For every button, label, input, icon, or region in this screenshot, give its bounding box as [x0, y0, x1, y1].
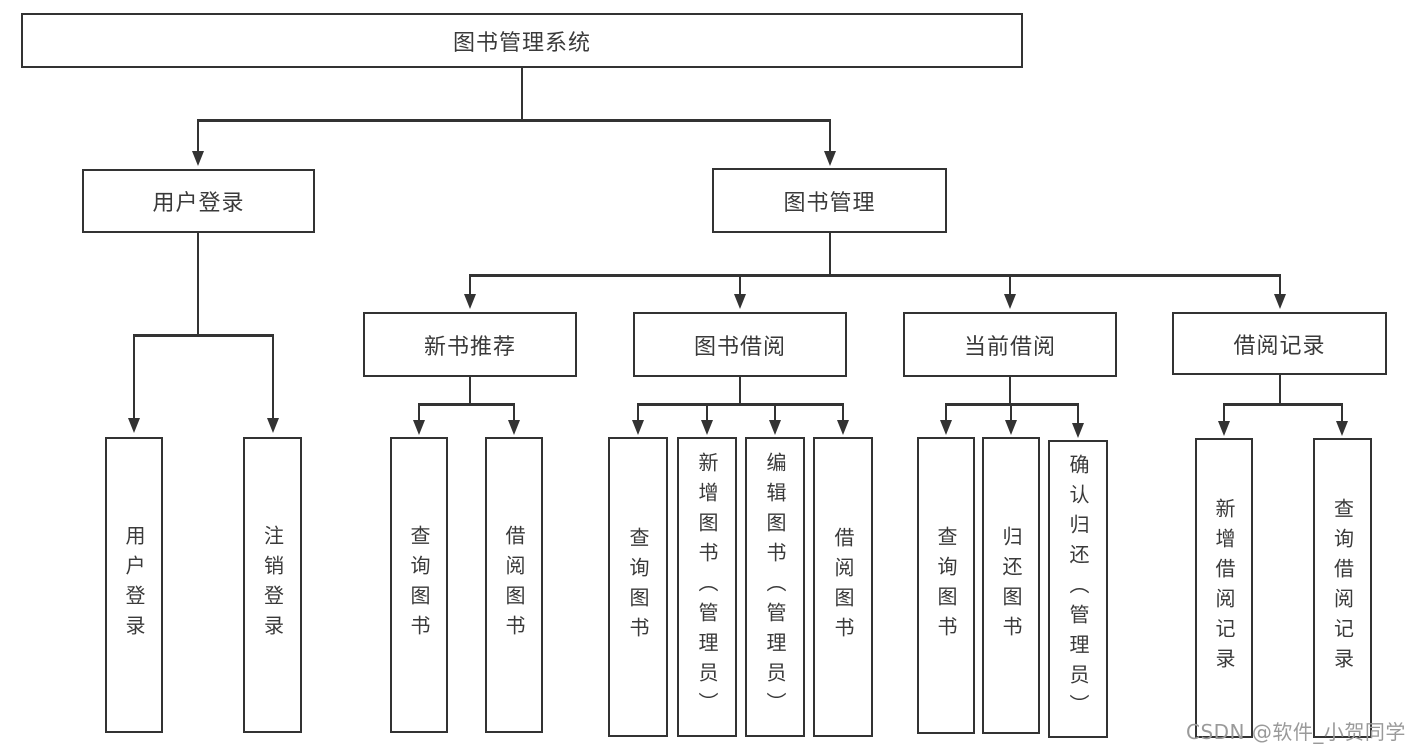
arrow-branch3-shaft: [1278, 274, 1282, 296]
node-current-borrow-label: 当前借阅: [963, 334, 1056, 360]
arrow-branch0-shaft: [468, 274, 472, 296]
node-borrow-records-label: 借阅记录: [1233, 333, 1326, 359]
connector-book-mgmt-branch: [468, 274, 1281, 277]
leaf-g2-return-books-label: 归还图书: [999, 525, 1023, 646]
arrow-g2c0-head: [939, 420, 952, 435]
arrow-g3c0-shaft: [1222, 403, 1226, 422]
arrow-branch2-shaft: [1008, 274, 1012, 296]
leaf-user-login-label: 用户登录: [122, 525, 146, 645]
arrow-g1c3-shaft: [841, 403, 845, 421]
arrow-user-login-head: [191, 151, 204, 166]
arrow-g1c3-head: [836, 420, 849, 435]
node-new-book-recommend-label: 新书推荐: [423, 334, 516, 360]
connector-user-login-stem: [196, 231, 200, 336]
leaf-g0-borrow-books: 借阅图书: [485, 437, 543, 733]
arrow-g1c0-head: [631, 420, 644, 435]
connector-book-mgmt-stem: [828, 231, 832, 276]
arrow-leaf-ul1-head: [266, 418, 279, 433]
connector-branch0-stem: [468, 375, 472, 405]
leaf-g2-confirm-return-admin-label: 确认归还（管理员）: [1066, 454, 1090, 724]
arrow-g1c0-shaft: [636, 403, 640, 421]
arrow-g1c1-head: [700, 420, 713, 435]
connector-branch3-stem: [1278, 373, 1282, 405]
node-user-login: 用户登录: [82, 169, 315, 233]
leaf-g1-borrow-books: 借阅图书: [813, 437, 873, 737]
arrow-g2c2-shaft: [1076, 403, 1080, 424]
arrow-g2c1-shaft: [1009, 403, 1013, 421]
arrow-g1c2-head: [768, 420, 781, 435]
arrow-branch1-head: [733, 294, 746, 309]
arrow-branch2-head: [1003, 294, 1016, 309]
leaf-logout-label: 注销登录: [260, 525, 285, 645]
arrow-branch1-shaft: [738, 274, 742, 296]
leaf-g1-add-books-admin-label: 新增图书（管理员）: [695, 452, 719, 722]
leaf-g3-add-borrow-record: 新增借阅记录: [1195, 438, 1253, 738]
node-borrow-records: 借阅记录: [1172, 312, 1387, 375]
leaf-g0-borrow-books-label: 借阅图书: [502, 525, 526, 645]
leaf-g1-edit-books-admin: 编辑图书（管理员）: [745, 437, 805, 737]
node-book-management: 图书管理: [712, 168, 947, 233]
connector-branch1-branch: [636, 403, 844, 406]
arrow-branch0-head: [463, 294, 476, 309]
arrow-g0c0-head: [412, 420, 425, 435]
connector-root-branch: [196, 119, 831, 122]
arrow-leaf-ul0-shaft: [132, 334, 136, 420]
node-book-borrow: 图书借阅: [633, 312, 847, 377]
leaf-g2-query-books-label: 查询图书: [934, 525, 958, 646]
leaf-user-login: 用户登录: [105, 437, 163, 733]
arrow-user-login-shaft: [196, 119, 200, 154]
connector-branch0-branch: [417, 403, 515, 406]
arrow-g2c0-shaft: [944, 403, 948, 421]
node-root-label: 图书管理系统: [452, 30, 591, 56]
leaf-g1-query-books-label: 查询图书: [626, 527, 650, 647]
arrow-branch3-head: [1273, 294, 1286, 309]
arrow-leaf-ul0-head: [127, 418, 140, 433]
leaf-g0-query-books: 查询图书: [390, 437, 448, 733]
connector-root-stem: [520, 66, 524, 121]
leaf-g3-add-borrow-record-label: 新增借阅记录: [1212, 498, 1236, 678]
arrow-g1c1-shaft: [705, 403, 709, 421]
connector-branch2-stem: [1008, 375, 1012, 405]
node-book-management-label: 图书管理: [783, 190, 876, 216]
arrow-g0c1-head: [507, 420, 520, 435]
arrow-g2c1-head: [1004, 420, 1017, 435]
arrow-g3c1-head: [1335, 421, 1348, 436]
arrow-g0c0-shaft: [417, 403, 421, 421]
leaf-g3-query-borrow-record: 查询借阅记录: [1313, 438, 1372, 738]
arrow-g2c2-head: [1071, 423, 1084, 438]
leaf-g1-edit-books-admin-label: 编辑图书（管理员）: [763, 452, 787, 722]
arrow-book-mgmt-shaft: [828, 119, 832, 154]
leaf-g2-confirm-return-admin: 确认归还（管理员）: [1048, 440, 1108, 738]
node-book-borrow-label: 图书借阅: [693, 334, 786, 360]
arrow-g0c1-shaft: [512, 403, 516, 421]
arrow-g1c2-shaft: [773, 403, 777, 421]
leaf-g2-return-books: 归还图书: [982, 437, 1040, 734]
node-user-login-label: 用户登录: [152, 191, 245, 216]
node-current-borrow: 当前借阅: [903, 312, 1117, 377]
arrow-g3c1-shaft: [1340, 403, 1344, 422]
arrow-book-mgmt-head: [823, 151, 836, 166]
leaf-g3-query-borrow-record-label: 查询借阅记录: [1330, 498, 1355, 678]
leaf-g1-query-books: 查询图书: [608, 437, 668, 737]
leaf-g1-borrow-books-label: 借阅图书: [831, 527, 855, 647]
arrow-leaf-ul1-shaft: [271, 334, 275, 420]
connector-branch1-stem: [738, 375, 742, 405]
leaf-g2-query-books: 查询图书: [917, 437, 975, 734]
arrow-g3c0-head: [1217, 421, 1230, 436]
leaf-g1-add-books-admin: 新增图书（管理员）: [677, 437, 737, 737]
node-new-book-recommend: 新书推荐: [363, 312, 577, 377]
node-root: 图书管理系统: [21, 13, 1023, 68]
connector-branch3-branch: [1222, 403, 1343, 406]
leaf-logout: 注销登录: [243, 437, 302, 733]
leaf-g0-query-books-label: 查询图书: [407, 525, 431, 645]
csdn-watermark: CSDN @软件_小贺同学: [1186, 720, 1405, 744]
connector-user-login-branch: [132, 334, 274, 337]
